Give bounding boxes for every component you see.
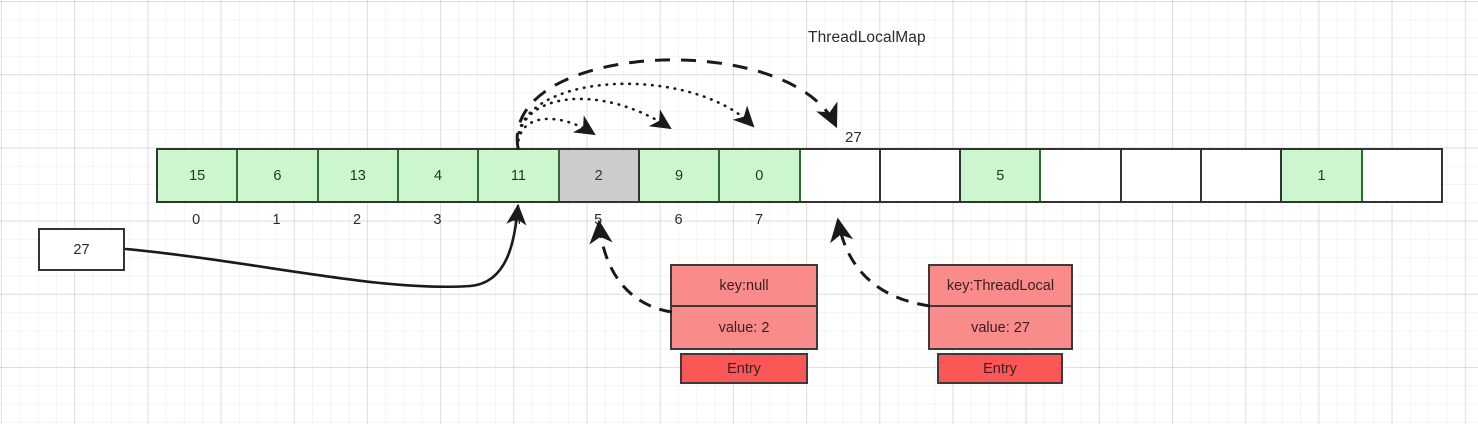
probe-value-label: 27 (845, 129, 862, 146)
array-index-6: 6 (674, 212, 683, 228)
probe-arc-slot8 (515, 58, 838, 149)
array-cell-10[interactable]: 5 (961, 150, 1042, 201)
new-entry-tag: Entry (937, 353, 1063, 384)
new-entry-key: key:ThreadLocal (930, 266, 1071, 307)
array-cell-15[interactable] (1362, 150, 1441, 201)
source-value-box[interactable]: 27 (38, 228, 125, 271)
array-cell-1[interactable]: 6 (238, 150, 319, 201)
array-cell-3-value: 4 (434, 167, 443, 184)
new-entry-to-slot8-connector (830, 217, 931, 308)
new-entry-box[interactable]: key:ThreadLocal value: 27 (928, 264, 1073, 350)
array-cell-7-value: 0 (755, 167, 764, 184)
array-cell-12[interactable] (1121, 150, 1203, 201)
stale-entry-key: key:null (672, 266, 816, 307)
array-cell-14[interactable]: 1 (1282, 150, 1363, 201)
array-cell-2[interactable]: 13 (318, 150, 399, 201)
array-cell-2-value: 13 (349, 167, 366, 184)
source-value-text: 27 (73, 241, 90, 258)
new-entry-group: key:ThreadLocal value: 27 Entry (928, 264, 1073, 384)
hash-table-array: 15 6 13 4 11 2 9 0 5 1 (156, 148, 1443, 203)
array-index-4: 4 (513, 212, 522, 228)
probe-arc-slot6 (516, 97, 672, 150)
stale-entry-tag: Entry (680, 353, 808, 384)
array-cell-14-value: 1 (1317, 167, 1326, 184)
array-cell-8[interactable] (800, 150, 881, 201)
probe-arc-slot7 (516, 82, 755, 150)
array-cell-5[interactable]: 2 (559, 150, 640, 201)
stale-entry-group: key:null value: 2 Entry (670, 264, 818, 384)
array-cell-6-value: 9 (674, 167, 684, 184)
array-cell-9[interactable] (880, 150, 962, 201)
array-index-3: 3 (433, 212, 442, 228)
stale-entry-box[interactable]: key:null value: 2 (670, 264, 818, 350)
array-cell-7[interactable]: 0 (720, 150, 801, 201)
array-cell-0[interactable]: 15 (158, 150, 239, 201)
array-cell-11[interactable] (1041, 150, 1122, 201)
array-cell-1-value: 6 (273, 167, 282, 184)
array-index-0: 0 (192, 212, 201, 228)
array-index-7: 7 (754, 212, 764, 228)
array-cell-3[interactable]: 4 (398, 150, 480, 201)
array-cell-4-value: 11 (510, 167, 526, 184)
array-cell-13[interactable] (1202, 150, 1283, 201)
new-entry-value: value: 27 (971, 319, 1030, 336)
array-index-5: 5 (594, 212, 603, 228)
probe-arc-slot5 (516, 115, 596, 150)
array-index-1: 1 (272, 212, 281, 228)
array-cell-10-value: 5 (996, 167, 1005, 184)
stale-entry-to-slot5-connector (589, 219, 673, 314)
diagram-title: ThreadLocalMap (808, 29, 926, 46)
stale-entry-value: value: 2 (718, 319, 770, 336)
array-cell-5-value: 2 (594, 167, 603, 184)
array-index-2: 2 (352, 212, 362, 228)
array-cell-0-value: 15 (189, 167, 206, 184)
array-cell-6[interactable]: 9 (639, 150, 721, 201)
array-cell-4[interactable]: 11 (479, 150, 560, 201)
